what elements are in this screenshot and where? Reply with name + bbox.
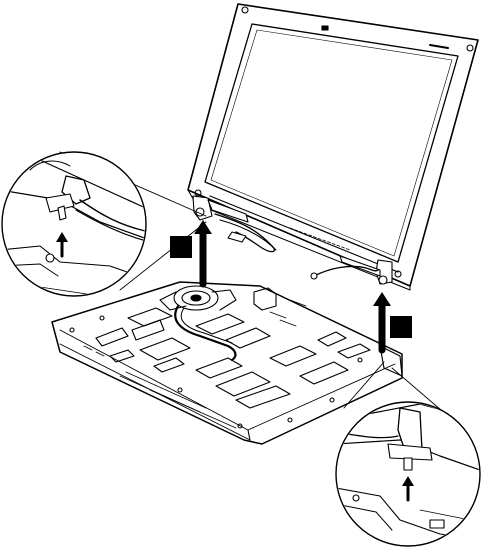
step-badge-label-2 [390, 316, 412, 338]
left-hinge-detail-callout [0, 152, 206, 296]
step-badge-label-1 [170, 236, 192, 258]
lcd-assembly [188, 4, 478, 290]
base-outline [52, 282, 402, 444]
laptop-base [52, 282, 402, 444]
